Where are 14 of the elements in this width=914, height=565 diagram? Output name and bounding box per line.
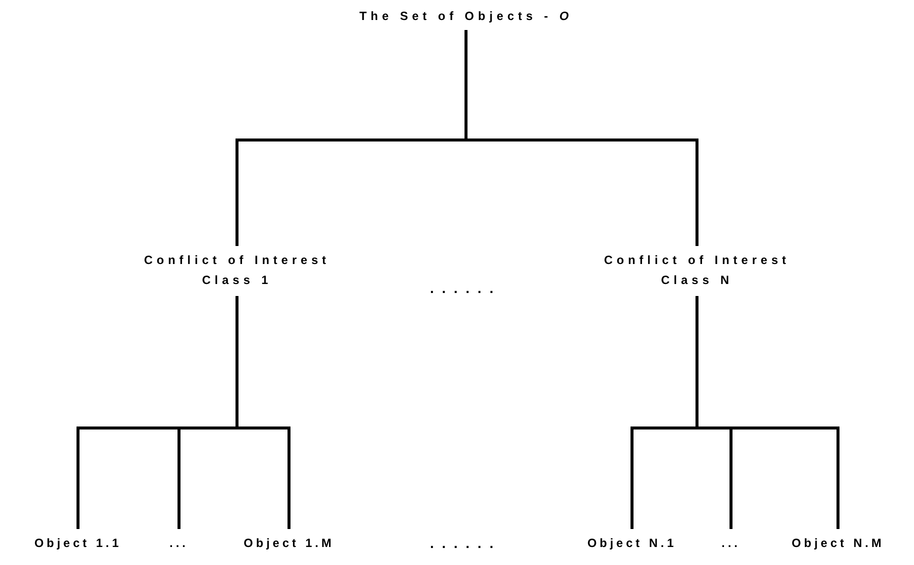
node-label: Object N.1 (587, 536, 677, 550)
ellipsis-label: ...... (430, 535, 502, 551)
node-label: ... (721, 536, 740, 550)
node-label: Object 1.1 (34, 536, 122, 550)
node-label: ... (169, 536, 188, 550)
node-label: Object 1.M (244, 536, 334, 550)
connector-line (696, 296, 840, 529)
ellipsis-label: ...... (430, 280, 502, 296)
connector-line (236, 296, 290, 529)
node-label: Conflict of Interest Class 1 (144, 253, 330, 287)
connector-line (464, 30, 698, 246)
node-label: Object N.M (792, 536, 884, 550)
node-label: The Set of Objects - O (359, 9, 573, 23)
node-label: Conflict of Interest Class N (604, 253, 790, 287)
